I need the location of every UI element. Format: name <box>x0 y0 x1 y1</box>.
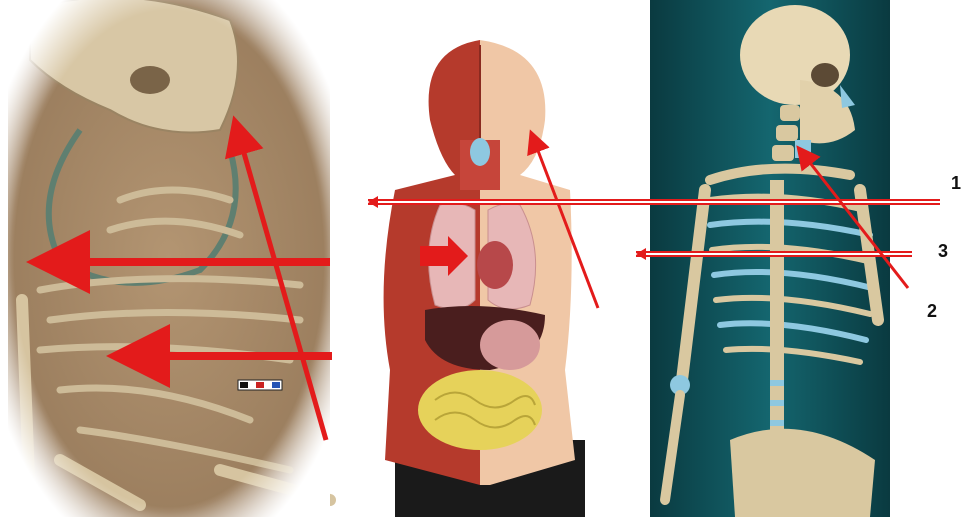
callout-arrow-3 <box>636 248 912 260</box>
callout-label-3: 3 <box>938 242 948 260</box>
torso-diagonal-arrow <box>532 135 598 308</box>
burial-vertical-arrow <box>236 125 326 440</box>
torso-lung-block-arrow <box>420 236 468 276</box>
callout-arrow-1 <box>368 196 940 208</box>
callout-label-2: 2 <box>927 302 937 320</box>
callout-label-1: 1 <box>951 174 961 192</box>
callout-arrow-2 <box>800 150 908 288</box>
